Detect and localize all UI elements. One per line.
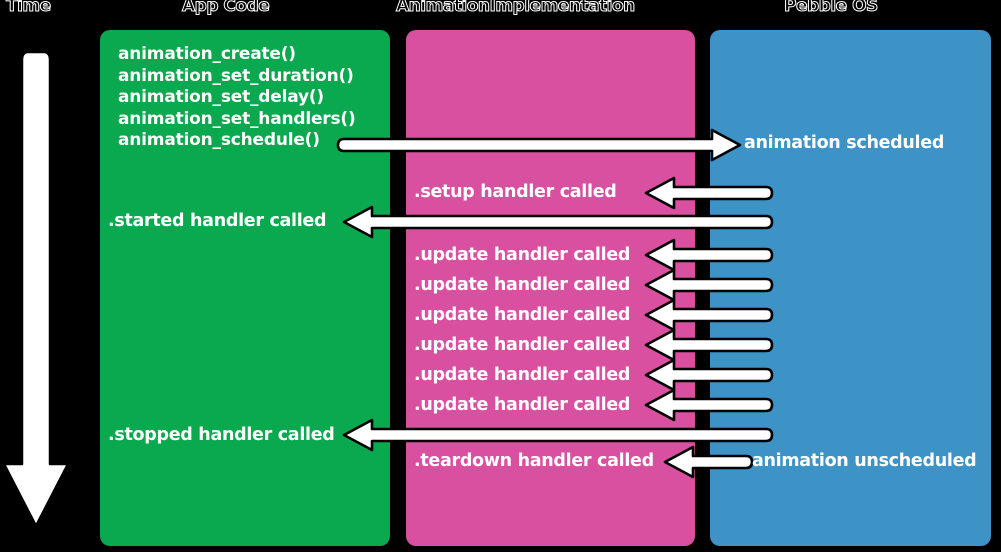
lane-app-code [100, 30, 390, 546]
column-header-pebble-os: Pebble OS [784, 0, 879, 17]
code-line: animation_set_duration() [118, 65, 354, 86]
code-line: animation_create() [118, 44, 296, 64]
label-update-handler: .update handler called [414, 365, 631, 385]
code-line: animation_set_handlers() [118, 108, 356, 129]
label-update-handler: .update handler called [414, 335, 631, 355]
column-header-animation-implementation: AnimationImplementation [396, 0, 636, 17]
label-update-handler: .update handler called [414, 395, 631, 415]
label-teardown-handler: .teardown handler called [414, 451, 654, 471]
column-header-time: Time [6, 0, 52, 17]
code-line: animation_set_delay() [118, 87, 324, 107]
label-setup-handler: .setup handler called [414, 182, 617, 202]
app-code-call-list: animation_create() animation_set_duratio… [118, 44, 398, 152]
label-update-handler: .update handler called [414, 305, 631, 325]
label-update-handler: .update handler called [414, 245, 631, 265]
label-update-handler: .update handler called [414, 275, 631, 295]
column-header-app-code: App Code [181, 0, 270, 17]
code-line: animation_schedule() [118, 130, 320, 150]
label-animation-scheduled: animation scheduled [744, 133, 945, 153]
time-arrow-icon [6, 50, 70, 528]
label-stopped-handler: .stopped handler called [108, 425, 335, 445]
label-animation-unscheduled: animation unscheduled [752, 451, 977, 471]
label-started-handler: .started handler called [108, 211, 327, 231]
